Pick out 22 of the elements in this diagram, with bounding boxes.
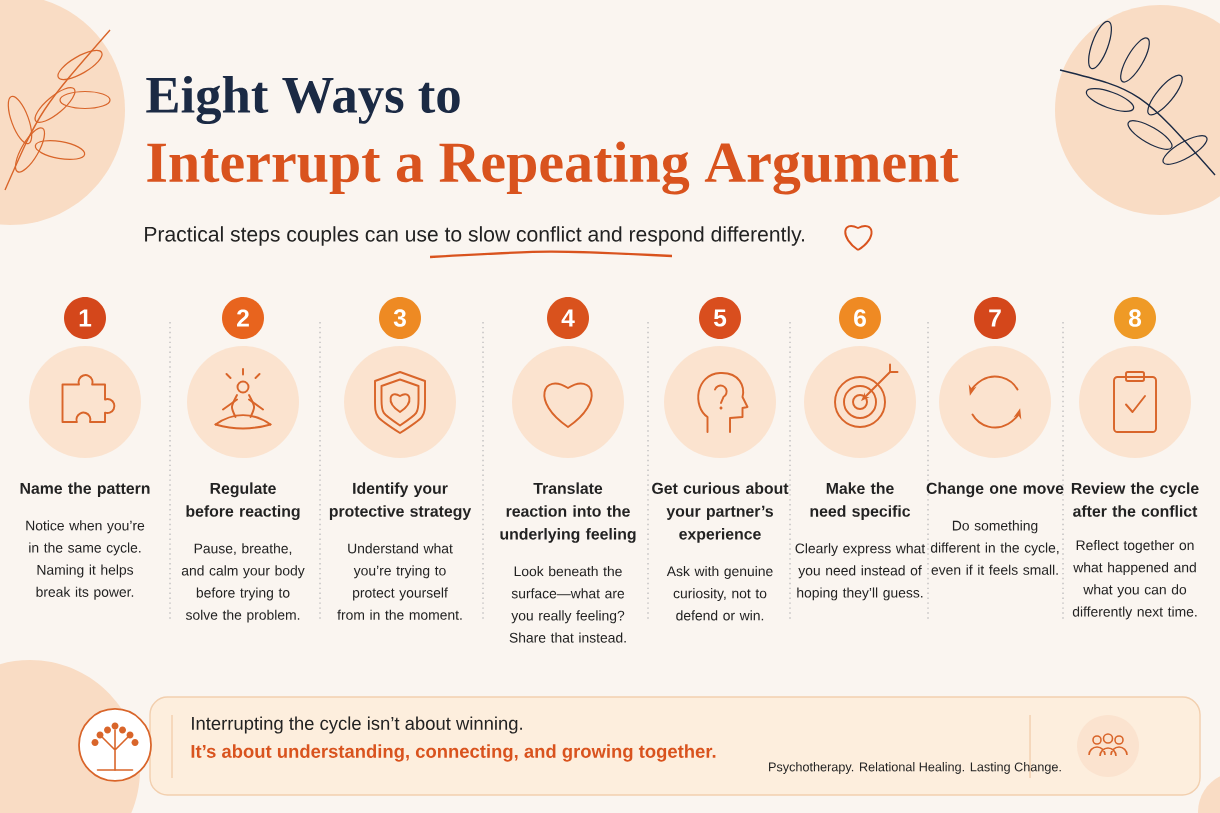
title: Eight Ways to [146, 75, 460, 125]
title: Interrupt a Repeating Argument [147, 141, 959, 195]
step-description: Clearly express what you need instead of hoping they’ll guess. [795, 543, 926, 601]
step-description: Do something different in the cycle, even if it feels small. [930, 520, 1059, 575]
tagline: Psychotherapy. Relational Healing. Lasting Change. [769, 762, 1061, 774]
step-description: Reflect together on what happened and what you can do differently next time. [1072, 540, 1197, 620]
step-description: Look beneath the surface—what are you really feeling? Share that instead. [509, 566, 626, 643]
step-heading: Review the cycle after the conflict [1071, 482, 1199, 517]
step-description: Ask with genuine curiosity, not to defend or win. [666, 566, 773, 621]
step-heading: Identify your protective strategy [329, 482, 472, 520]
step-heading: Make the need specific [810, 482, 911, 520]
step-heading: Change one move [926, 482, 1064, 498]
banner-message: Interrupting the cycle isn’t about winning. [192, 716, 522, 734]
step-heading: Translate reaction into the underlying feeling [500, 482, 636, 543]
step-description: Pause, breathe, and calm your body before trying to solve the problem. [181, 543, 305, 623]
step-heading: Regulate before reacting [186, 482, 300, 520]
step-description: Notice when you’re in the same cycle. Naming it helps break its power. [26, 520, 145, 600]
step-heading: Get curious about your partner’s experience [652, 482, 789, 543]
step-heading: Name the pattern [20, 482, 150, 498]
step-description: Understand what you’re trying to protect yourself from in the moment. [337, 543, 462, 620]
banner-message: It’s about understanding, connecting, and growing together. [191, 744, 716, 762]
subtitle: Practical steps couples can use to slow conflict and respond differently. [145, 226, 805, 246]
